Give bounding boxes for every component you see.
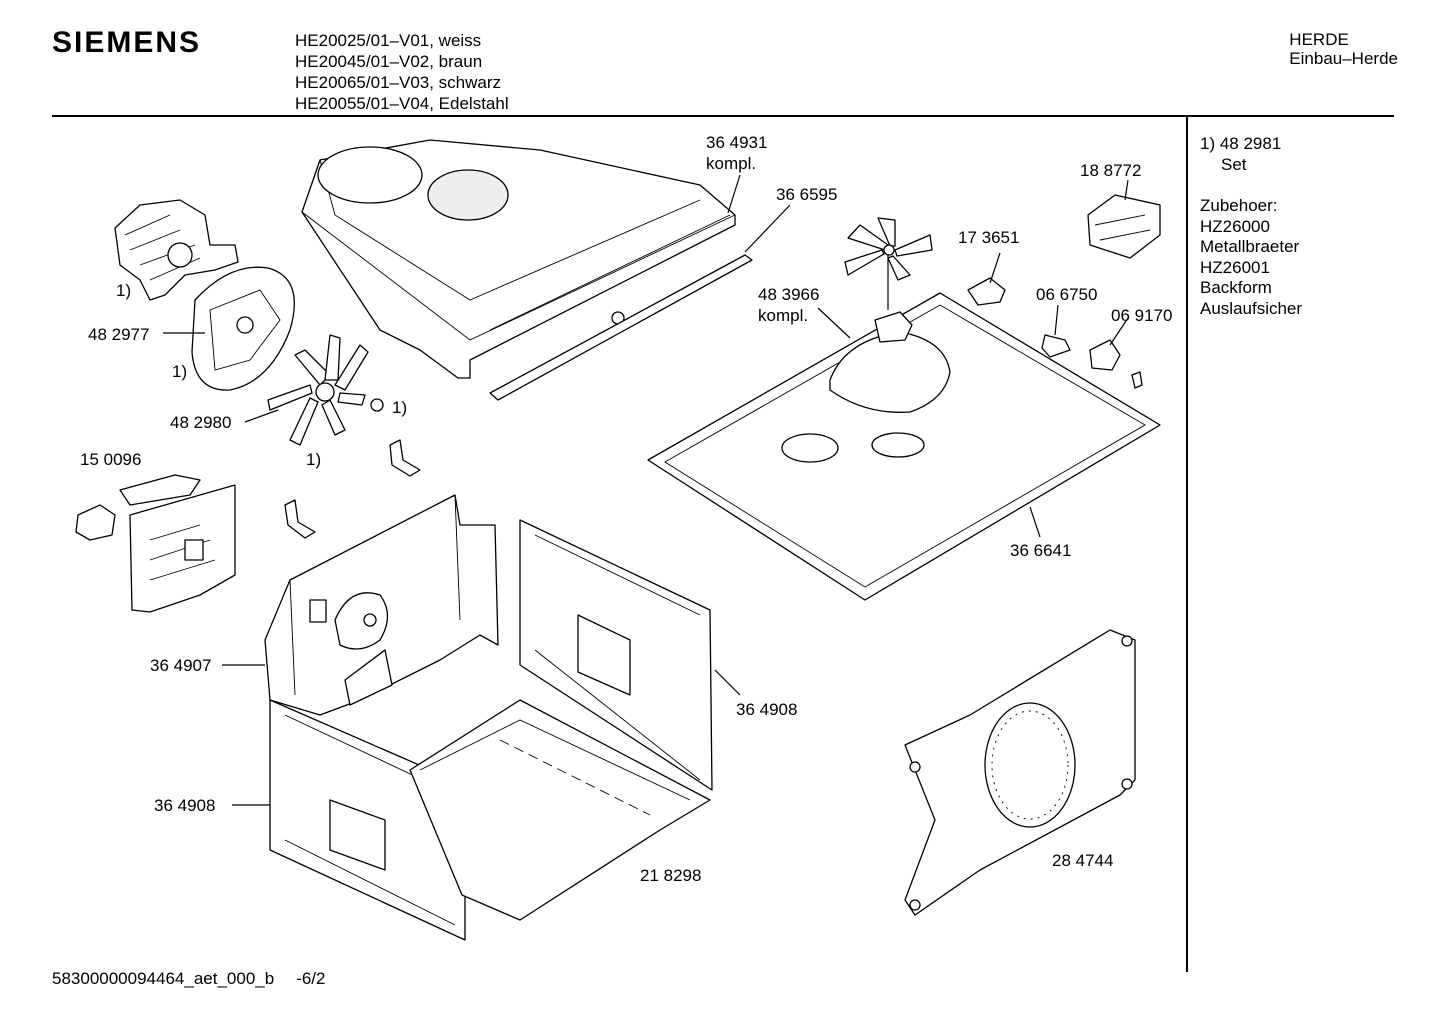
oven-ceiling-plate-part <box>647 292 1161 601</box>
part-label-364931: 36 4931 <box>706 133 767 152</box>
header-divider <box>52 115 1394 117</box>
control-board-part <box>129 484 236 613</box>
fan-motor-part <box>114 199 239 301</box>
notes-divider <box>1186 117 1188 972</box>
bracket-part <box>284 439 421 539</box>
switch-06-9170-part <box>1089 339 1143 389</box>
part-label-364907: 36 4907 <box>150 656 211 675</box>
part-label-150096: 15 0096 <box>80 450 141 469</box>
rail-part <box>489 254 753 401</box>
model-list: HE20025/01–V01, weiss HE20045/01–V02, br… <box>295 30 509 114</box>
propeller-part <box>844 217 933 281</box>
footnote-marker: 1) <box>172 362 187 381</box>
part-label-482980: 48 2980 <box>170 413 231 432</box>
switch-17-3651-part <box>967 277 1006 306</box>
part-label-364908-right: 36 4908 <box>736 700 797 719</box>
set-label: Set <box>1221 154 1247 174</box>
part-label-483966: 48 3966 <box>758 285 819 304</box>
oven-side-wall-right-part <box>519 519 713 791</box>
accessory-item: Metallbraeter <box>1200 237 1300 256</box>
oven-side-wall-left-part <box>269 699 466 941</box>
set-reference: 1) 48 2981 <box>1200 134 1282 153</box>
part-label-188772: 18 8772 <box>1080 161 1141 180</box>
category-block: HERDE Einbau–Herde <box>1289 30 1398 68</box>
connector-part <box>75 474 201 541</box>
hood-duct-part <box>301 139 736 379</box>
fan-wheel-part <box>267 334 384 446</box>
part-label-483966-sub: kompl. <box>758 306 808 325</box>
footnote-marker: 1) <box>392 398 407 417</box>
model-line: HE20045/01–V02, braun <box>295 52 483 71</box>
part-label-069170: 06 9170 <box>1111 306 1172 325</box>
leader-lines <box>163 174 1129 806</box>
model-line: HE20065/01–V03, schwarz <box>295 73 502 92</box>
oven-back-wall-part <box>264 494 499 716</box>
switch-06-6750-part <box>1041 334 1071 358</box>
part-label-482977: 48 2977 <box>88 325 149 344</box>
brand-logo: SIEMENS <box>52 26 202 59</box>
transformer-part <box>1087 194 1161 259</box>
part-label-366595: 36 6595 <box>776 185 837 204</box>
notes-panel: 1) 48 2981 Set Zubehoer: HZ26000 Metallb… <box>1200 134 1302 319</box>
footnote-marker: 1) <box>306 450 321 469</box>
part-label-218298: 21 8298 <box>640 866 701 885</box>
part-label-173651: 17 3651 <box>958 228 1019 247</box>
footer: 58300000094464_aet_000_b -6/2 <box>52 969 325 989</box>
part-label-364908-left: 36 4908 <box>154 796 215 815</box>
accessories-title: Zubehoer: <box>1200 196 1278 215</box>
baffle-plate-part <box>904 629 1136 916</box>
category-title: HERDE <box>1289 30 1349 49</box>
footnote-marker: 1) <box>116 281 131 300</box>
part-label-284744: 28 4744 <box>1052 851 1113 870</box>
fan-housing-part <box>191 266 295 391</box>
accessory-item: HZ26000 <box>1200 216 1270 236</box>
page-number: -6/2 <box>296 969 326 988</box>
accessory-item: HZ26001 <box>1200 257 1270 277</box>
model-line: HE20055/01–V04, Edelstahl <box>295 94 509 113</box>
accessory-item: Auslaufsicher <box>1200 298 1303 318</box>
document-id: 58300000094464_aet_000_b <box>52 969 275 988</box>
accessory-item: Backform <box>1200 278 1272 297</box>
part-label-366641: 36 6641 <box>1010 541 1071 560</box>
part-label-066750: 06 6750 <box>1036 285 1097 304</box>
oven-bottom-part <box>409 699 711 921</box>
convection-motor-part <box>874 255 913 343</box>
part-label-364931-sub: kompl. <box>706 154 756 173</box>
model-line: HE20025/01–V01, weiss <box>295 31 482 50</box>
category-subtitle: Einbau–Herde <box>1289 49 1398 68</box>
